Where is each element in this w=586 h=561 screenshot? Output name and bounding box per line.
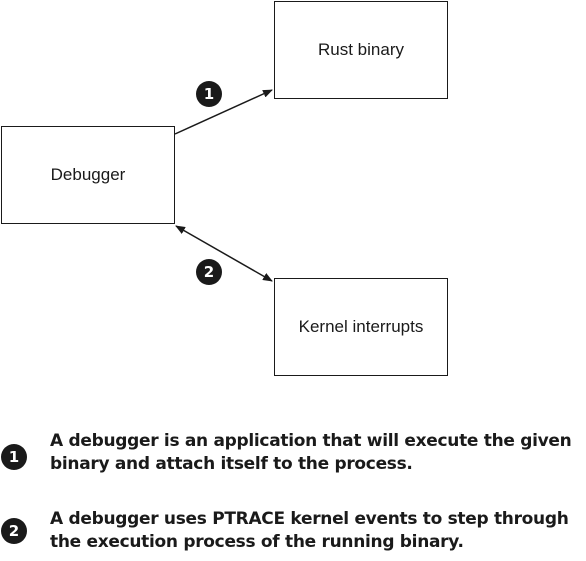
note-2-badge: 2 [1, 518, 27, 544]
callout-badge-1: 1 [196, 81, 222, 107]
debugger-node: Debugger [1, 126, 175, 224]
rust-binary-node: Rust binary [274, 1, 448, 99]
note-1-badge-number: 1 [8, 447, 20, 466]
callout-badge-1-number: 1 [203, 84, 215, 103]
callout-badge-2-number: 2 [203, 262, 215, 281]
kernel-interrupts-node: Kernel interrupts [274, 278, 448, 376]
note-1-badge: 1 [1, 444, 27, 470]
note-1-text: A debugger is an application that will e… [50, 431, 572, 474]
note-2-text: A debugger uses PTRACE kernel events to … [50, 509, 569, 552]
kernel-interrupts-label: Kernel interrupts [298, 317, 424, 336]
arrow-debugger-to-rust-binary [174, 89, 273, 135]
note-2-badge-number: 2 [8, 521, 20, 540]
debugger-label: Debugger [50, 165, 126, 184]
callout-badge-2: 2 [196, 259, 222, 285]
rust-binary-label: Rust binary [318, 40, 404, 59]
arrow-debugger-kernel-interrupts [175, 225, 273, 282]
